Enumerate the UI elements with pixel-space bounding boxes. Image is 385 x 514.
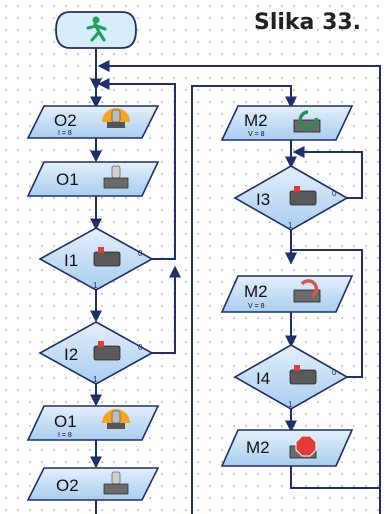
block-sub: V = 8 bbox=[248, 131, 265, 138]
false-branch-label: 0 bbox=[332, 189, 337, 198]
true-branch-label: 1 bbox=[93, 375, 98, 384]
input-decision-i4: I4 0 1 bbox=[233, 344, 349, 410]
false-branch-label: 0 bbox=[138, 343, 143, 352]
block-sub: V = 8 bbox=[248, 303, 265, 310]
input-decision-i1: I1 0 1 bbox=[38, 227, 154, 291]
left-connectors bbox=[90, 48, 381, 514]
motor-ccw-icon bbox=[293, 110, 321, 133]
block-label: I3 bbox=[256, 190, 270, 209]
output-block-o1-lamp-on: O1 I = 8 bbox=[26, 405, 160, 441]
block-label: I4 bbox=[256, 369, 270, 388]
block-label: M2 bbox=[244, 111, 268, 130]
green-walking-man-icon bbox=[86, 16, 107, 42]
motor-stop-icon bbox=[289, 435, 317, 459]
motor-block-m2-cw: M2 V = 8 bbox=[220, 275, 354, 313]
input-decision-i2: I2 0 1 bbox=[38, 321, 154, 385]
block-label: I1 bbox=[64, 251, 78, 270]
output-block-o2-lamp-off: O2 bbox=[26, 467, 160, 501]
push-button-icon bbox=[289, 365, 317, 385]
true-branch-label: 1 bbox=[93, 281, 98, 290]
right-connectors bbox=[285, 140, 380, 489]
output-block-o2-lamp-on: O2 I = 8 bbox=[26, 105, 160, 139]
false-branch-label: 0 bbox=[332, 368, 337, 377]
block-sub: I = 8 bbox=[58, 432, 72, 439]
block-label: O1 bbox=[56, 170, 79, 189]
figure-caption: Slika 33. bbox=[254, 10, 362, 35]
block-label: M2 bbox=[246, 438, 270, 457]
lamp-off-icon bbox=[103, 471, 129, 495]
true-branch-label: 1 bbox=[288, 400, 293, 409]
push-button-icon bbox=[93, 341, 121, 361]
motor-block-m2-stop: M2 bbox=[220, 429, 354, 467]
block-label: I2 bbox=[64, 345, 78, 364]
block-label: O2 bbox=[56, 476, 79, 495]
true-branch-label: 1 bbox=[288, 221, 293, 230]
push-button-icon bbox=[289, 186, 317, 206]
false-branch-label: 0 bbox=[138, 249, 143, 258]
block-label: O1 bbox=[54, 412, 77, 431]
lamp-on-icon bbox=[102, 409, 130, 429]
motor-cw-icon bbox=[293, 279, 321, 303]
input-decision-i3: I3 0 1 bbox=[233, 165, 349, 231]
output-block-o1-lamp-off: O1 bbox=[26, 161, 160, 197]
push-button-icon bbox=[93, 247, 121, 267]
block-label: O2 bbox=[54, 111, 77, 130]
lamp-on-icon bbox=[102, 108, 130, 128]
motor-block-m2-ccw: M2 V = 8 bbox=[220, 105, 354, 141]
start-block bbox=[55, 11, 137, 49]
lamp-off-icon bbox=[103, 165, 129, 189]
block-sub: I = 8 bbox=[58, 130, 72, 137]
block-label: M2 bbox=[244, 282, 268, 301]
